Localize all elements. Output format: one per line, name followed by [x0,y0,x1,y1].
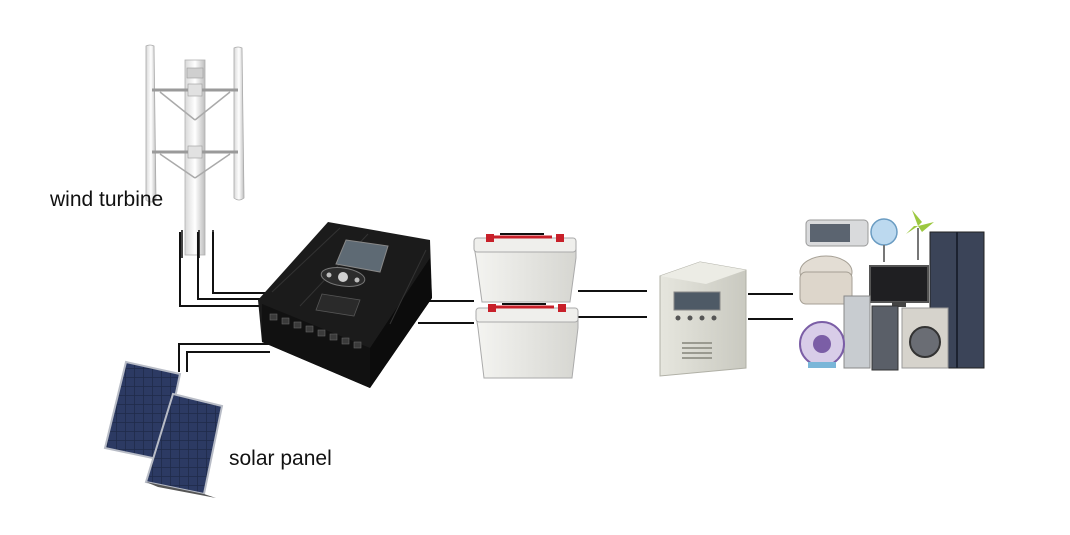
hybrid-charge-controller-icon [258,222,432,388]
solar-panel-label: solar panel [229,447,332,471]
inverter-icon [660,262,746,376]
wind-turbine-icon [146,45,244,258]
home-appliances-icon [800,210,984,370]
battery-icon [474,234,578,378]
wind-turbine-label: wind turbine [50,188,163,212]
solar-panel-icon [105,362,222,498]
